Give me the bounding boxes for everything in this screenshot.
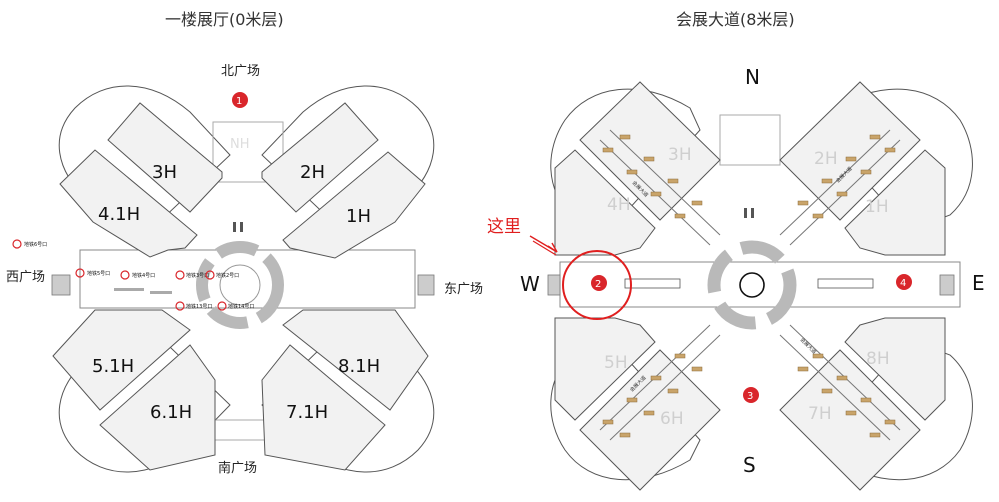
metro-icon [75, 268, 85, 278]
hall-8h-r [844, 317, 946, 421]
svg-text:3: 3 [747, 391, 753, 402]
hall-label-41h: 4.1H [98, 204, 140, 225]
marker-3[interactable]: 3 [743, 387, 759, 403]
metro-2: 地铁2号口 [216, 272, 239, 279]
hall-51h [52, 309, 191, 411]
compass-n: N [745, 65, 760, 89]
metro-6: 地铁6号口 [24, 241, 47, 248]
right-halls [554, 81, 946, 491]
hall-6h-r [579, 349, 721, 491]
petal-sw [58, 317, 231, 473]
petal-nw [58, 85, 231, 241]
hall-label-61h: 6.1H [150, 402, 192, 423]
south-plaza-label: 南广场 [218, 460, 257, 476]
hall-2h [261, 102, 379, 213]
hall-label-7h-r: 7H [808, 404, 832, 424]
metro-icon [175, 270, 185, 280]
right-gates [547, 274, 955, 296]
hall-label-2h: 2H [300, 162, 325, 183]
hall-label-4h-r: 4H [607, 195, 631, 215]
metro-icon [217, 301, 227, 311]
right-map-title: 会展大道(8米层) [676, 10, 795, 29]
hall-label-3h-r: 3H [668, 145, 692, 165]
compass-w: W [520, 272, 540, 296]
metro-5: 地铁5号口 [87, 270, 110, 277]
metro-3: 地铁3号口 [186, 272, 209, 279]
hall-label-51h: 5.1H [92, 356, 134, 377]
petal-ne [261, 85, 435, 241]
hall-label-2h-r: 2H [814, 149, 838, 169]
hall-label-6h-r: 6H [660, 409, 684, 429]
hall-3h [107, 102, 223, 213]
svg-text:4: 4 [900, 278, 906, 289]
east-plaza-label: 东广场 [444, 282, 483, 297]
compass-s: S [743, 453, 756, 477]
petal-se [261, 317, 435, 473]
hall-label-81h: 8.1H [338, 356, 380, 377]
hall-label-3h: 3H [152, 162, 177, 183]
right-ring [624, 208, 874, 330]
metro-4: 地铁4号口 [132, 272, 155, 279]
metro-14: 地铁14号口 [228, 303, 254, 310]
annotation: 这里 [487, 217, 632, 320]
hall-3h-r [579, 81, 721, 221]
hall-label-1h-r: 1H [865, 197, 889, 217]
marker-4[interactable]: 4 [896, 274, 912, 290]
petal-nw-r [550, 88, 701, 231]
annotation-arrow [529, 235, 558, 253]
faint-label: NH [230, 137, 250, 152]
left-map-title: 一楼展厅(0米层) [165, 10, 284, 29]
walkway-label-se: 会展大道 [799, 336, 818, 355]
left-halls [52, 102, 429, 471]
hall-2h-r [779, 81, 921, 221]
hall-7h-r [779, 349, 921, 491]
hall-label-8h-r: 8H [866, 349, 890, 369]
hall-71h [261, 344, 386, 471]
metro-icon [120, 270, 130, 280]
annotation-text: 这里 [487, 217, 521, 237]
hall-1h [282, 151, 426, 259]
left-ring [196, 222, 284, 329]
compass-e: E [972, 271, 985, 295]
hall-61h [99, 344, 216, 471]
hall-label-1h: 1H [346, 206, 371, 227]
metro-icon [175, 301, 185, 311]
marker-2[interactable]: 2 [591, 275, 607, 291]
svg-text:1: 1 [236, 96, 242, 107]
svg-text:2: 2 [595, 279, 601, 290]
hall-81h [282, 309, 429, 411]
booths [602, 134, 896, 438]
north-entry [212, 121, 284, 183]
hall-1h-r [844, 149, 946, 256]
left-gates [51, 274, 435, 296]
hall-5h-r [554, 317, 656, 421]
metro-icon [205, 270, 215, 280]
west-plaza-label: 西广场 [6, 270, 45, 285]
hall-label-5h-r: 5H [604, 353, 628, 373]
hall-41h [59, 149, 198, 258]
marker-1[interactable]: 1 [232, 92, 248, 108]
north-plaza-label: 北广场 [221, 64, 260, 79]
metro-13: 地铁13号口 [186, 303, 212, 310]
hall-label-71h: 7.1H [286, 402, 328, 423]
annotation-circle [562, 250, 632, 320]
metro-icon [12, 239, 22, 249]
petal-sw-r [550, 339, 701, 481]
